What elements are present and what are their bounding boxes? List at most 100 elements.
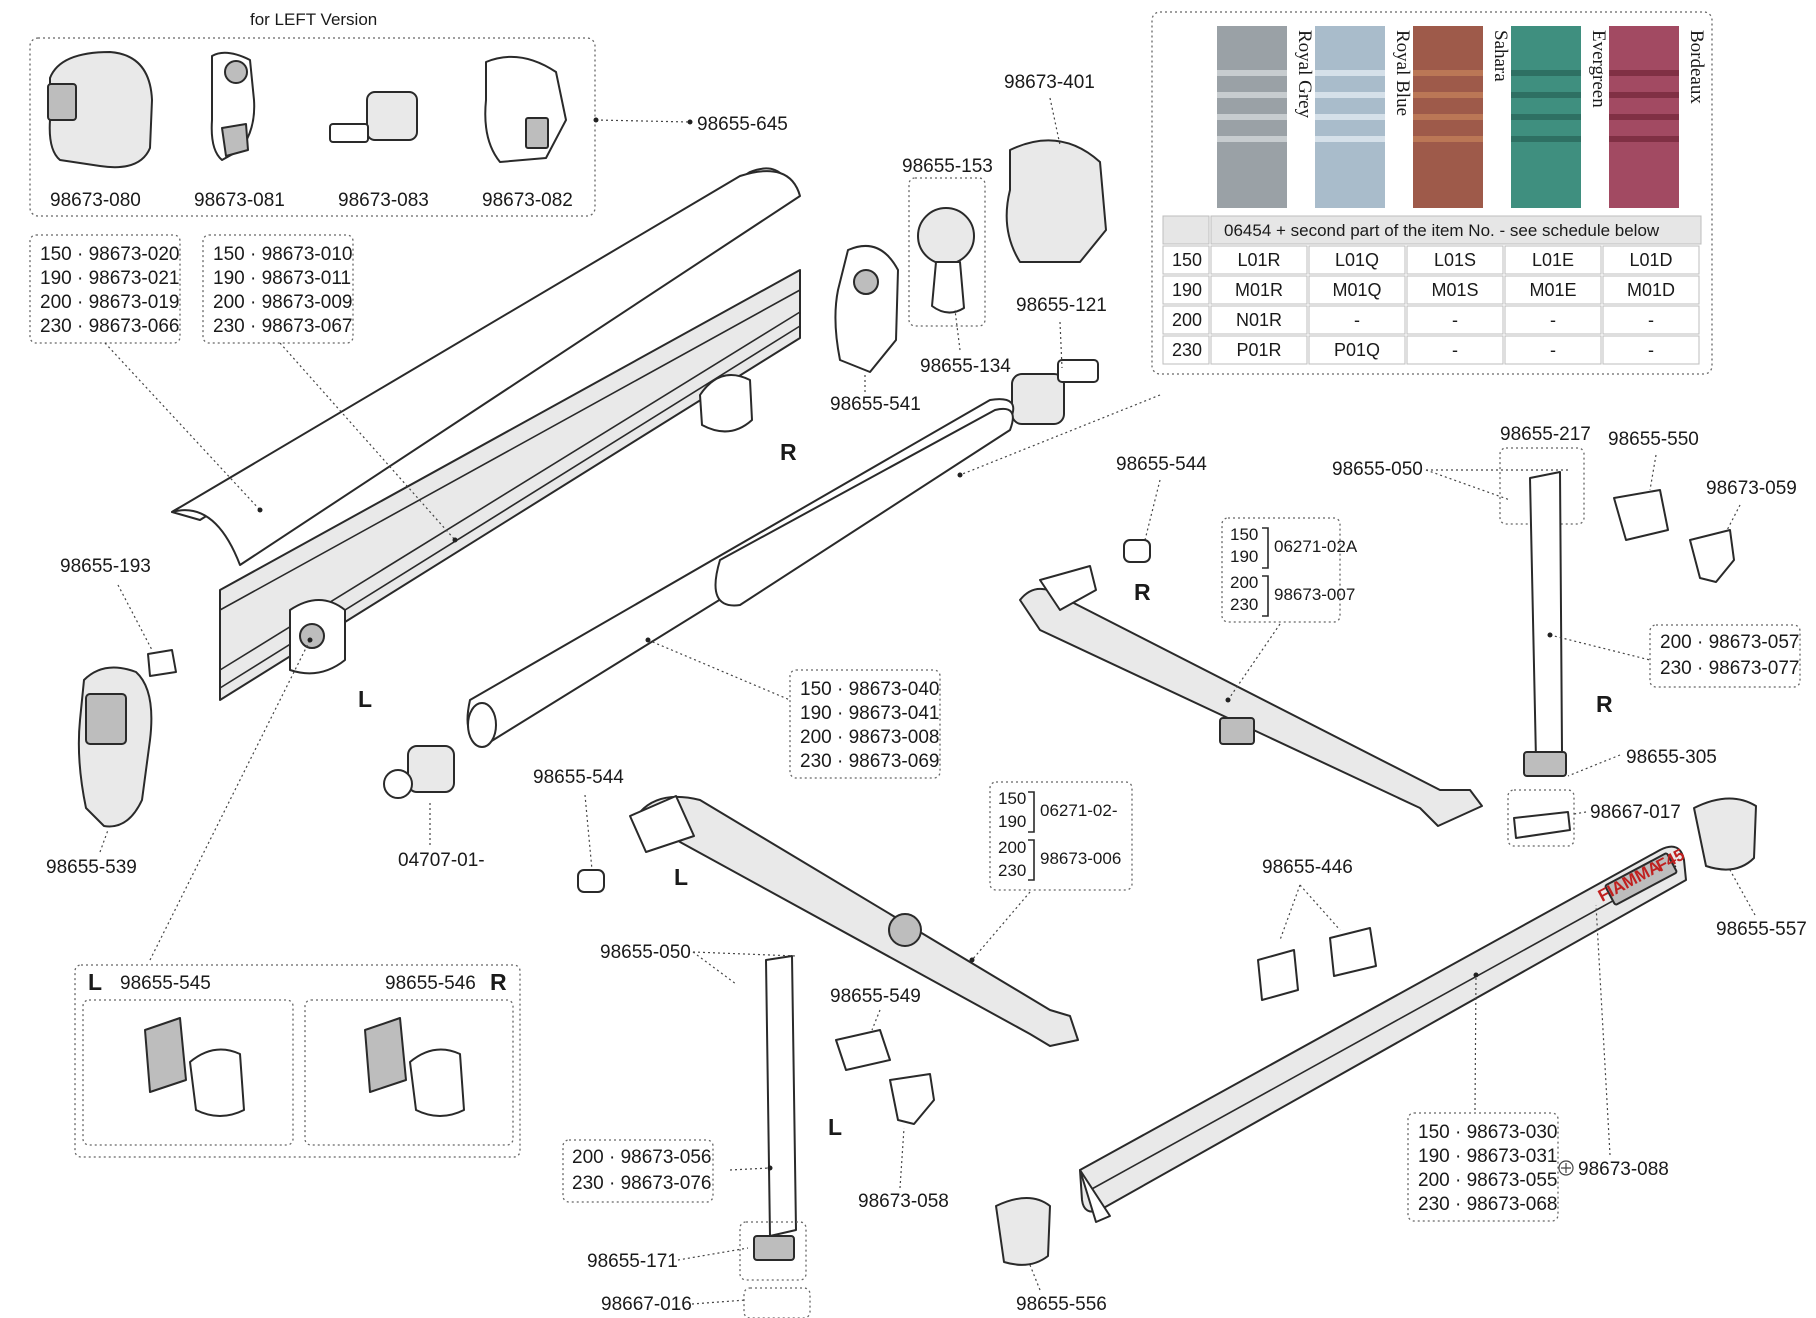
fabric-table-frame (1151, 11, 1713, 375)
end-cap-right-drawing (1005, 139, 1107, 263)
right-arm-size: 150 (1230, 525, 1258, 544)
leader-dot (687, 119, 693, 125)
front-bar-drawing (1079, 845, 1687, 1213)
cassette-left-hub (299, 623, 325, 649)
bracket-side-R: R (490, 969, 507, 995)
fabric-code: P01R (1236, 340, 1281, 360)
right-leg-foot (1513, 811, 1571, 839)
part-label-98655-171: 98655-171 (587, 1251, 678, 1272)
case-size-row: 200 · 98673-009 (213, 292, 352, 313)
side-label-L: L (358, 686, 372, 712)
leg-clip-left-drawing (835, 1029, 891, 1071)
fabric-stripe (1511, 70, 1581, 76)
springs: 98655-544 98655-544 R L (533, 454, 1207, 893)
fabric-code: L01S (1434, 250, 1476, 270)
roller-size-frame (789, 669, 941, 779)
fabric-code-cell (1406, 275, 1504, 305)
fabric-code: - (1550, 340, 1556, 360)
part-label-98655-193: 98655-193 (60, 556, 151, 577)
fabric-code: L01E (1532, 250, 1574, 270)
fabric-code: L01Q (1335, 250, 1379, 270)
plus-icon-cross (1561, 1163, 1571, 1173)
right-arm-drawing (1019, 588, 1483, 827)
left-arm-code-a: 06271-02- (1040, 801, 1118, 820)
left-arm-group: 150 190 06271-02- 200 230 98673-006 (629, 781, 1133, 1047)
left-arm-size-frame (989, 781, 1133, 891)
part-label-98655-556: 98655-556 (1016, 1294, 1107, 1315)
case-size-row: 150 · 98673-010 (213, 244, 352, 265)
leader-dot (767, 1165, 773, 1171)
leader-dot (1225, 697, 1231, 703)
side-label-L-leg: L (828, 1114, 842, 1140)
roller-size-row: 200 · 98673-008 (800, 727, 939, 748)
leader-roller (647, 639, 791, 701)
fabric-stripe (1413, 114, 1483, 120)
fabric-stripe (1315, 92, 1385, 98)
leader-446 (1279, 884, 1341, 941)
fabric-code: N01R (1236, 310, 1282, 330)
roller-tube-end (467, 702, 497, 748)
part-label-04707-01: 04707-01- (398, 850, 485, 871)
fabric-stripe (1315, 114, 1385, 120)
fabric-stripe (1609, 70, 1679, 76)
fabric-code-cell (1308, 275, 1406, 305)
part-label-98673-088: 98673-088 (1578, 1159, 1669, 1180)
right-arm-code-b: 98673-007 (1274, 585, 1355, 604)
leader-dot (257, 507, 263, 513)
part-label-98655-545: 98655-545 (120, 973, 211, 994)
end-cap-left-drawing (77, 666, 153, 828)
part-label-98655-557: 98655-557 (1716, 919, 1807, 940)
fabric-code-cell (1210, 245, 1308, 275)
left-leg-clamp (753, 1235, 795, 1261)
left-leg-group: 98655-050 200 · 98673-056 230 · 98673-07… (562, 942, 949, 1318)
fabric-header-blank (1162, 215, 1210, 245)
fabric-stripe (1511, 136, 1581, 142)
fabric-code: - (1550, 310, 1556, 330)
fabric-stripe (1315, 136, 1385, 142)
leader-dot (969, 957, 975, 963)
front-bar-size-row: 200 · 98673-055 (1418, 1170, 1557, 1191)
fabric-code-cell (1504, 245, 1602, 275)
left-leg-foot-frame (743, 1287, 811, 1318)
roller-bushing-shaft (1057, 359, 1099, 383)
right-arm-group: 150 190 06271-02A 200 230 98673-007 (1019, 517, 1483, 827)
fabric-name: Evergreen (1588, 30, 1609, 108)
fabric-code-cell (1504, 275, 1602, 305)
fabric-code-cell (1602, 275, 1700, 305)
part-label-98673-080: 98673-080 (50, 190, 141, 211)
leg-hook-drawing (1689, 529, 1735, 583)
fabric-stripe (1217, 92, 1287, 98)
leader-544-top (1144, 479, 1161, 541)
right-leg-size-frame (1649, 624, 1801, 688)
left-arm-brace (1028, 791, 1035, 833)
fabric-stripe (1609, 136, 1679, 142)
part-label-98655-446: 98655-446 (1262, 857, 1353, 878)
cassette-case-drawing (219, 269, 801, 701)
part-label-98655-544-bottom: 98655-544 (533, 767, 624, 788)
fabric-stripe (1217, 136, 1287, 142)
right-arm-brace (1262, 575, 1269, 617)
fabric-code-cell (1602, 305, 1700, 335)
fabric-stripe (1609, 114, 1679, 120)
part-label-98655-217: 98655-217 (1500, 424, 1591, 445)
fabric-code-cell (1406, 305, 1504, 335)
cassette-case-groove (219, 289, 801, 611)
fabric-name: Royal Grey (1294, 30, 1315, 119)
left-version-title: for LEFT Version (250, 10, 377, 29)
right-arm-size-frame (1221, 517, 1341, 623)
fabric-code: L01D (1629, 250, 1672, 270)
part-label-98673-401: 98673-401 (1004, 72, 1095, 93)
fabric-size-cell (1162, 305, 1210, 335)
cassette-cover-top (171, 170, 801, 566)
left-arm-size: 230 (998, 861, 1026, 880)
part-label-98655-050-left: 98655-050 (600, 942, 691, 963)
leg-clip-drawing (1613, 489, 1669, 541)
fabric-code-cell (1308, 335, 1406, 365)
fabric-code-cell (1602, 335, 1700, 365)
spring-bottom-drawing (577, 869, 605, 893)
bracket-left-body (189, 1048, 245, 1117)
fabric-code: - (1648, 340, 1654, 360)
part-label-98673-058: 98673-058 (858, 1191, 949, 1212)
